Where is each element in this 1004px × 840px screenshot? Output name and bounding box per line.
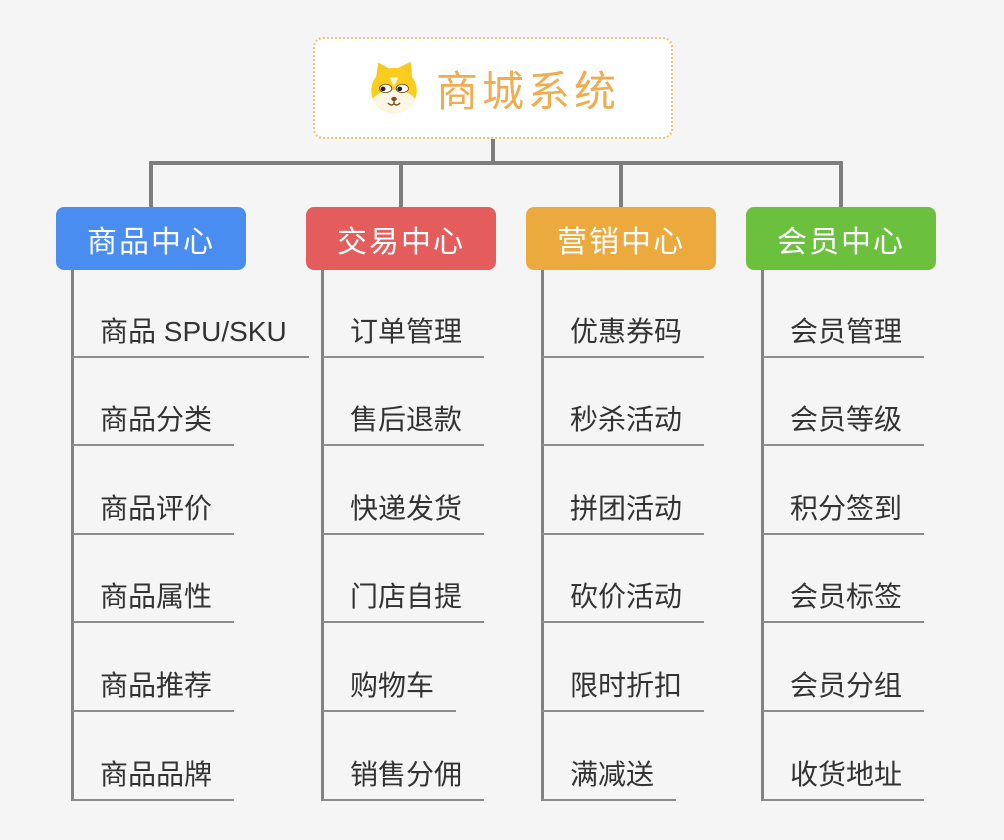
child-node-product-category[interactable]: 商品分类 xyxy=(72,398,235,446)
child-node-member-level[interactable]: 会员等级 xyxy=(762,398,925,446)
child-node-flash-sale[interactable]: 秒杀活动 xyxy=(542,398,705,446)
child-node-store-pickup[interactable]: 门店自提 xyxy=(322,575,485,623)
child-node-points-checkin[interactable]: 积分签到 xyxy=(762,487,925,535)
connector-trunk-member xyxy=(761,270,764,801)
connector-rail xyxy=(149,161,843,165)
child-node-full-reduction[interactable]: 满减送 xyxy=(542,753,677,801)
child-node-express-delivery[interactable]: 快递发货 xyxy=(322,487,485,535)
child-node-order-management[interactable]: 订单管理 xyxy=(322,310,485,358)
branch-label: 营销中心 xyxy=(557,225,685,259)
branch-node-member-center[interactable]: 会员中心 xyxy=(746,207,936,270)
child-node-member-management[interactable]: 会员管理 xyxy=(762,310,925,358)
root-node-label: 商城系统 xyxy=(435,67,620,115)
branch-node-product-center[interactable]: 商品中心 xyxy=(56,207,246,270)
branch-node-trade-center[interactable]: 交易中心 xyxy=(306,207,496,270)
child-node-group-buy[interactable]: 拼团活动 xyxy=(542,487,705,535)
root-node[interactable]: 商城系统 xyxy=(313,37,673,139)
branch-label: 商品中心 xyxy=(87,225,215,259)
child-node-product-recommend[interactable]: 商品推荐 xyxy=(72,664,235,712)
child-node-bargain-activity[interactable]: 砍价活动 xyxy=(542,575,705,623)
child-node-product-attribute[interactable]: 商品属性 xyxy=(72,575,235,623)
branch-label: 会员中心 xyxy=(777,225,905,259)
child-node-product-spu-sku[interactable]: 商品 SPU/SKU xyxy=(72,310,309,358)
branch-node-marketing-center[interactable]: 营销中心 xyxy=(526,207,716,270)
connector-trunk-product xyxy=(71,270,74,801)
child-node-shipping-address[interactable]: 收货地址 xyxy=(762,753,925,801)
child-node-limited-time-discount[interactable]: 限时折扣 xyxy=(542,664,705,712)
branch-label: 交易中心 xyxy=(337,225,465,259)
child-node-member-group[interactable]: 会员分组 xyxy=(762,664,925,712)
connector-stub-member xyxy=(839,161,843,208)
connector-stub-marketing xyxy=(619,161,623,208)
connector-trunk-trade xyxy=(321,270,324,801)
child-node-product-review[interactable]: 商品评价 xyxy=(72,487,235,535)
child-node-sales-commission[interactable]: 销售分佣 xyxy=(322,753,485,801)
child-node-coupon-code[interactable]: 优惠券码 xyxy=(542,310,705,358)
child-node-aftersale-refund[interactable]: 售后退款 xyxy=(322,398,485,446)
dog-face-icon xyxy=(371,61,417,114)
connector-stub-product xyxy=(149,161,153,208)
connector-stub-trade xyxy=(399,161,403,208)
connector-root-vertical xyxy=(491,139,495,163)
child-node-product-brand[interactable]: 商品品牌 xyxy=(72,753,235,801)
connector-trunk-marketing xyxy=(541,270,544,801)
child-node-member-tag[interactable]: 会员标签 xyxy=(762,575,925,623)
child-node-shopping-cart[interactable]: 购物车 xyxy=(322,664,457,712)
